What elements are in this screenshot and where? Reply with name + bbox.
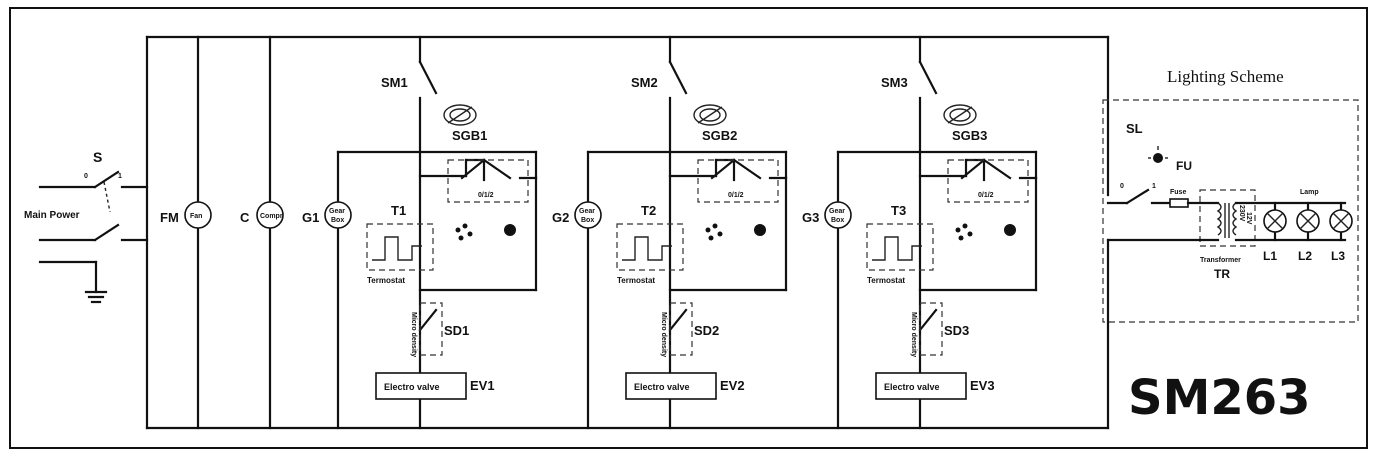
selector-label: SGB3: [952, 128, 987, 143]
unit-3: Gear Box 0/1/2 Electro valve EV3 SM3 SGB…: [802, 35, 1038, 430]
motor-switch-label: SM2: [631, 75, 658, 90]
fuse-symbol-label: FU: [1176, 159, 1192, 173]
density-caption: Micro density: [410, 312, 417, 357]
main-switch-off: 0: [84, 173, 88, 180]
lamp-icon: [1296, 209, 1320, 233]
fan-motor: Fan FM: [160, 35, 212, 430]
gear-inner-top: Gear: [329, 208, 345, 215]
gear-label: G1: [302, 210, 319, 225]
lighting-switch-label: SL: [1126, 121, 1143, 136]
lamp-l1-label: L1: [1263, 249, 1277, 263]
main-switch-on: 1: [118, 173, 122, 180]
lamp-l3-label: L3: [1331, 249, 1345, 263]
thermostat-caption: Termostat: [367, 276, 405, 285]
fuse: [1169, 198, 1189, 208]
compressor: Compr C: [240, 35, 284, 430]
fan-inner-label: Fan: [190, 213, 202, 220]
thermostat-caption: Termostat: [867, 276, 905, 285]
main-power-section: S 0 1 Main Power: [24, 149, 149, 304]
valve-label: Electro valve: [884, 382, 940, 392]
snowflake-icon: [1004, 224, 1016, 236]
snowflake-icon: [504, 224, 516, 236]
selector-inner-label: 0/1/2: [978, 192, 994, 199]
thermostat-label: T2: [641, 203, 656, 218]
main-switch-label: S: [93, 149, 102, 165]
lighting-scheme: Lighting Scheme SL FU 0 1 Fuse 230V 12V: [1102, 67, 1359, 323]
unit-1: Gear Box 0/1/2 Electro valve EV1 SM1 SGB…: [302, 35, 538, 430]
diagram-border: [9, 7, 1368, 449]
motor-switch-label: SM1: [381, 75, 408, 90]
compressor-symbol-label: C: [240, 210, 250, 225]
fan-coil-icon: [943, 104, 977, 126]
model-number: SM263: [1128, 370, 1311, 426]
transformer-coils: 230V 12V: [1216, 202, 1252, 238]
gear-inner-top: Gear: [829, 208, 845, 215]
water-drops-icon: [705, 223, 723, 241]
thermostat-label: T3: [891, 203, 906, 218]
valve-symbol: EV1: [470, 378, 495, 393]
lighting-scheme-title: Lighting Scheme: [1167, 67, 1284, 86]
density-caption: Micro density: [660, 312, 667, 357]
snowflake-icon: [754, 224, 766, 236]
transformer-symbol-label: TR: [1214, 267, 1230, 281]
lighting-switch-off: 0: [1120, 183, 1124, 190]
lamp-l2-label: L2: [1298, 249, 1312, 263]
main-power-label: Main Power: [24, 210, 80, 221]
transformer-box: [1199, 189, 1256, 247]
lighting-switch-on: 1: [1152, 183, 1156, 190]
lamp-label: Lamp: [1300, 189, 1319, 196]
compressor-inner-label: Compr: [260, 213, 283, 220]
supply-buses: [145, 35, 1110, 430]
selector-inner-label: 0/1/2: [478, 192, 494, 199]
selector-label: SGB1: [452, 128, 487, 143]
selector-inner-label: 0/1/2: [728, 192, 744, 199]
valve-label: Electro valve: [384, 382, 440, 392]
thermostat-label: T1: [391, 203, 406, 218]
transformer-secondary-label: 12V: [1245, 212, 1252, 225]
thermostat-caption: Termostat: [617, 276, 655, 285]
density-switch-label: SD3: [944, 323, 969, 338]
lamp-icon: [1263, 209, 1287, 233]
gear-inner-top: Gear: [579, 208, 595, 215]
lighting-scheme-frame: [1102, 99, 1359, 323]
fan-coil-icon: [443, 104, 477, 126]
transformer-label: Transformer: [1200, 257, 1241, 264]
fan-symbol-label: FM: [160, 210, 179, 225]
water-drops-icon: [955, 223, 973, 241]
valve-symbol: EV3: [970, 378, 995, 393]
lamp-icon: [1329, 209, 1353, 233]
density-switch-label: SD2: [694, 323, 719, 338]
density-caption: Micro density: [910, 312, 917, 357]
transformer-primary-label: 230V: [1238, 205, 1245, 222]
gear-label: G2: [552, 210, 569, 225]
gear-inner-bottom: Box: [581, 217, 594, 224]
gear-inner-bottom: Box: [331, 217, 344, 224]
bulb-icon: [1148, 146, 1168, 163]
selector-label: SGB2: [702, 128, 737, 143]
water-drops-icon: [455, 223, 473, 241]
density-switch-label: SD1: [444, 323, 469, 338]
gear-inner-bottom: Box: [831, 217, 844, 224]
fuse-label: Fuse: [1170, 189, 1186, 196]
valve-label: Electro valve: [634, 382, 690, 392]
valve-symbol: EV2: [720, 378, 745, 393]
gear-label: G3: [802, 210, 819, 225]
motor-switch-label: SM3: [881, 75, 908, 90]
fan-coil-icon: [693, 104, 727, 126]
unit-2: Gear Box 0/1/2 Electro valve EV2 SM2 SGB…: [552, 35, 788, 430]
